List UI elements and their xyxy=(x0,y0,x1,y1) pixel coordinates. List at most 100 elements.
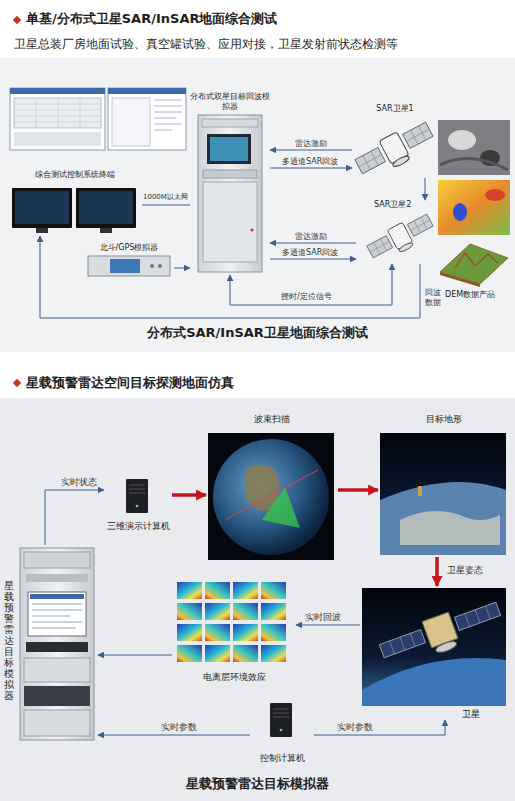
satellite: SAR卫星1 xyxy=(352,104,438,178)
ionosphere-heatmap xyxy=(177,582,286,662)
ionosphere-heatmap xyxy=(177,603,202,620)
node-label: 控制计算机 xyxy=(250,753,314,764)
section-caption: 分布式SAR/InSAR卫星地面综合测试 xyxy=(0,325,515,341)
software-screenshot xyxy=(14,132,101,146)
satellite-icon xyxy=(355,148,385,174)
server-icon xyxy=(270,703,292,737)
simulator-cabinet: 星载预警雷达目标模拟器 xyxy=(2,545,98,743)
echo-simulator-cabinet xyxy=(203,170,257,178)
target-simulator-cabinet xyxy=(30,594,84,599)
node-label: 目标地形 xyxy=(378,414,510,425)
satellite-image xyxy=(390,633,415,654)
target-terrain-image xyxy=(400,511,500,545)
server-icon xyxy=(126,479,148,513)
echo-simulator-cabinet xyxy=(251,229,254,232)
interferogram-thumbnail xyxy=(485,189,505,201)
ionosphere-heatmap xyxy=(261,624,286,641)
connector xyxy=(142,205,190,206)
section-heading: 单基/分布式卫星SAR/InSAR地面综合测试 xyxy=(26,11,506,27)
edge-label: 实时回波 xyxy=(304,612,342,623)
satellite-image xyxy=(362,658,506,706)
connector xyxy=(296,625,360,626)
ionosphere-heatmap xyxy=(261,645,286,662)
target-simulator-cabinet xyxy=(26,574,88,582)
connector xyxy=(270,243,356,244)
image-panel: 波束扫描 xyxy=(206,414,338,562)
software-screenshot xyxy=(108,88,186,94)
target-simulator-cabinet xyxy=(24,686,90,706)
connector xyxy=(270,150,352,151)
connector xyxy=(425,178,426,200)
satellite-icon xyxy=(403,122,433,148)
section-heading: 星载预警雷达空间目标探测地面仿真 xyxy=(26,375,506,391)
satellite-icon xyxy=(407,214,433,236)
node-label: 三维演示计算机 xyxy=(104,521,172,532)
dem-thumbnail xyxy=(440,244,508,287)
heatmap-panel: 电离层环境效应 xyxy=(172,577,296,683)
bullet-diamond xyxy=(13,379,21,387)
edge-label: 实时参数 xyxy=(160,722,198,733)
terminal-monitors xyxy=(12,188,136,233)
server-icon xyxy=(270,703,292,737)
satellite-image xyxy=(465,606,490,627)
sar-image-thumbnail xyxy=(438,120,510,175)
earth-beam-scan-image xyxy=(262,487,300,528)
target-terrain-image xyxy=(418,486,422,496)
interferogram-thumbnail xyxy=(438,180,510,235)
satellite-icon xyxy=(355,148,385,174)
terminal-monitors xyxy=(76,188,136,228)
terminal-monitors xyxy=(15,191,69,224)
ionosphere-heatmap xyxy=(177,645,202,662)
section-caption: 星载预警雷达目标模拟器 xyxy=(0,776,515,792)
connector xyxy=(314,720,445,735)
echo-simulator-cabinet xyxy=(207,134,251,164)
node-label: 分布式双星目标回波模拟器 xyxy=(190,92,270,111)
node-label: 北斗/GPS模拟器 xyxy=(84,243,174,253)
edge-label: 实时状态 xyxy=(60,477,98,488)
image-panel: 卫星 xyxy=(360,586,510,720)
target-simulator-cabinet xyxy=(20,548,94,740)
software-screenshot xyxy=(10,88,186,150)
target-terrain-image xyxy=(380,433,506,555)
edge-label: 授时/定位信号 xyxy=(280,292,333,302)
image-caption: DEM数据产品 xyxy=(445,290,511,300)
node-label: 卫星 xyxy=(360,709,480,720)
satellite-image xyxy=(362,588,506,706)
target-simulator-cabinet xyxy=(26,642,88,652)
dem-thumbnail xyxy=(440,272,480,287)
subtitle: 卫星总装厂房地面试验、真空罐试验、应用对接，卫星发射前状态检测等 xyxy=(14,37,512,51)
software-screenshot xyxy=(154,100,182,130)
edge-label: 回波数据 xyxy=(424,288,442,307)
satellite-icon xyxy=(398,241,414,253)
software-screenshot xyxy=(14,98,101,128)
server-icon xyxy=(136,505,139,508)
echo-simulator-cabinet xyxy=(210,137,248,161)
software-screenshot xyxy=(108,88,186,150)
satellite-image xyxy=(379,630,425,658)
echo-simulator-cabinet xyxy=(198,115,262,272)
target-simulator-cabinet xyxy=(24,552,90,568)
simulator-cabinet: 分布式双星目标回波模拟器 xyxy=(190,92,270,275)
connector xyxy=(435,557,439,586)
target-simulator-cabinet xyxy=(24,658,90,682)
echo-simulator-cabinet xyxy=(203,182,257,262)
connector xyxy=(98,735,250,736)
software-screenshot xyxy=(10,88,105,94)
satellite-icon xyxy=(353,118,438,183)
interferogram-thumbnail xyxy=(453,203,467,221)
target-simulator-cabinet xyxy=(28,592,86,636)
satellite-icon xyxy=(367,236,393,258)
node-label: 波束扫描 xyxy=(206,414,338,425)
satellite-icon xyxy=(367,236,393,258)
edge-label: 1000M以太网 xyxy=(142,193,189,201)
sar-image-thumbnail xyxy=(440,159,508,170)
connector xyxy=(174,268,190,269)
control-terminal: 综合测试控制系统终端 xyxy=(8,170,142,236)
gps-simulator: 北斗/GPS模拟器 xyxy=(84,243,174,279)
edge-label: 卫星姿态 xyxy=(446,565,484,576)
edge-label: 多通道SAR回波 xyxy=(281,157,339,167)
ionosphere-heatmap xyxy=(233,645,258,662)
ionosphere-heatmap xyxy=(233,624,258,641)
software-screenshot xyxy=(14,98,101,128)
satellite-icon xyxy=(365,210,437,265)
